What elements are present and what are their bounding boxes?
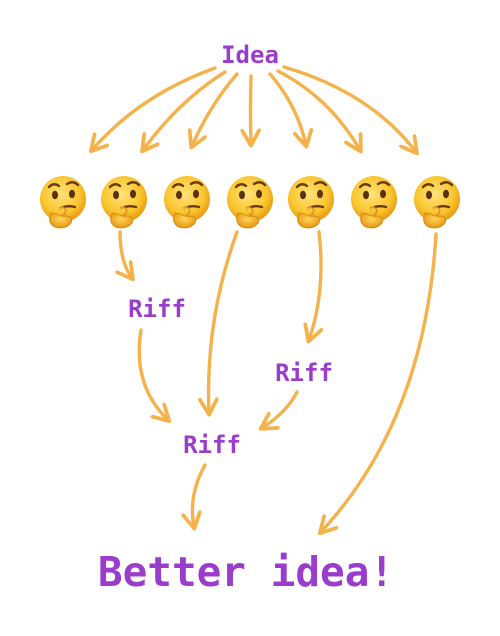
arrow-thinker-4-to-riff-center [209,230,239,413]
riff-arrows [120,230,438,532]
riff-label-center: Riff [183,431,241,459]
thinking-face-icon [99,174,149,230]
thinking-face-icon [349,174,399,230]
better-idea-label: Better idea! [98,548,394,596]
riff-label-left: Riff [128,295,186,323]
thinking-face-icon [286,174,336,230]
arrow-idea-to-thinker-4 [251,74,252,144]
arrow-idea-to-thinker-1 [92,66,217,150]
arrow-thinker-7-to-better-idea [321,232,438,532]
arrow-idea-to-thinker-6 [276,69,360,150]
riff-label-right: Riff [275,359,333,387]
thinking-face-icon [225,174,275,230]
arrow-riff-right-to-riff-center [262,390,299,428]
arrow-riff-left-to-riff-center [137,328,168,420]
arrow-idea-to-thinker-2 [143,70,227,150]
arrow-riff-center-to-better-idea [192,463,207,527]
thinking-face-icon [412,174,462,230]
idea-label: Idea [221,41,279,69]
arrow-idea-to-thinker-3 [192,72,239,146]
idea-fanout-arrows [92,65,416,152]
arrow-idea-to-thinker-7 [282,65,416,152]
arrow-idea-to-thinker-5 [268,72,306,145]
thinker-row [38,174,462,230]
arrow-thinker-1-to-riff-left [120,230,132,278]
arrow-thinker-5-to-riff-right [309,230,321,340]
thinking-face-icon [38,174,88,230]
thinking-face-icon [162,174,212,230]
